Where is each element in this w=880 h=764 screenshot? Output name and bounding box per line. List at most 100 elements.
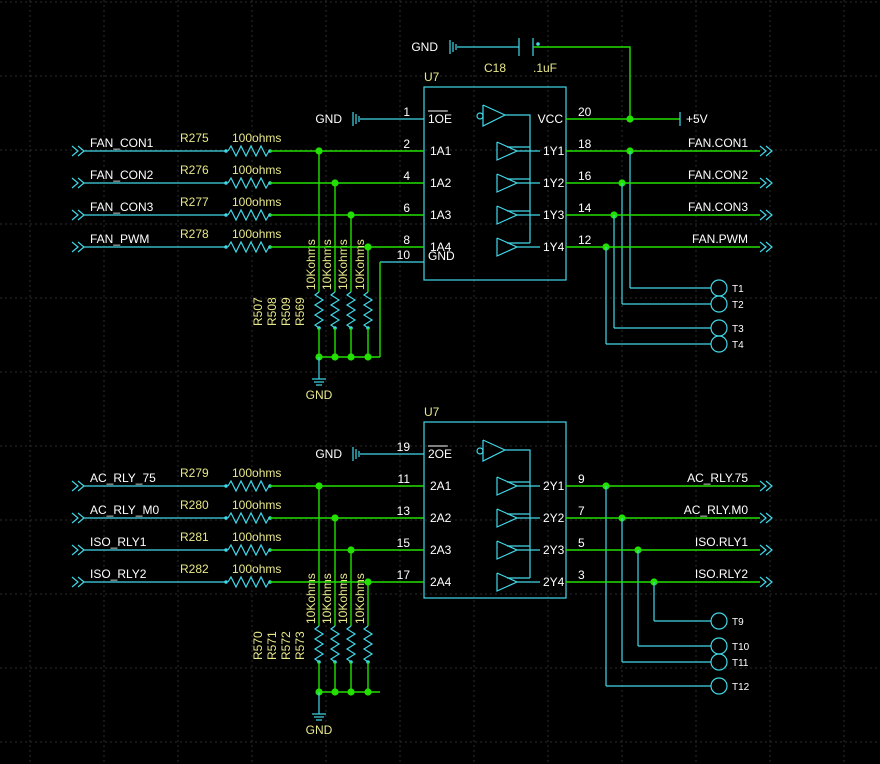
input-pin-number: 11: [398, 472, 411, 486]
pullup-ref: R509: [279, 297, 293, 326]
net-port-out-arrow: [765, 241, 773, 253]
net-port-in-arrow: [71, 544, 79, 556]
gnd-pin-number: 10: [397, 248, 411, 262]
input-pin-number: 8: [403, 233, 410, 247]
resistor-pullup: [313, 625, 325, 663]
input-pin-number: 4: [403, 169, 410, 183]
resistor-pullup: [362, 291, 374, 329]
net-port-in-arrow: [71, 209, 79, 221]
testpoint-label: T9: [732, 617, 744, 628]
net-port-in-arrow: [71, 576, 79, 588]
pin-dot: [224, 149, 228, 153]
series-resistor-value: 100ohms: [232, 498, 281, 512]
input-pin-number: 13: [397, 504, 411, 518]
net-port-in-arrow: [71, 480, 79, 492]
input-pin-name: 2A4: [430, 575, 452, 589]
testpoint-label: T1: [732, 284, 744, 295]
output-pin-name: 1Y3: [543, 208, 565, 222]
input-net-label: ISO_RLY1: [90, 535, 147, 549]
oe-enable-line: [505, 449, 531, 578]
oe-gnd-label: GND: [315, 112, 342, 126]
output-pin-number: 16: [578, 169, 592, 183]
testpoint-label: T10: [732, 642, 750, 653]
testpoint-label: T4: [732, 340, 744, 351]
oe-pin-number: 1: [403, 105, 410, 119]
net-port-out-arrow: [759, 209, 767, 221]
resistor-series: [227, 575, 270, 589]
output-net-label: FAN.CON1: [688, 136, 748, 150]
net-port-in-arrow: [71, 177, 79, 189]
input-net-label: AC_RLY_M0: [90, 503, 159, 517]
output-pin-name: 2Y3: [543, 543, 565, 557]
testpoint-label: T3: [732, 324, 744, 335]
output-pin-number: 9: [578, 472, 585, 486]
output-net-label: FAN.PWM: [692, 232, 748, 246]
oe-enable-line: [505, 114, 531, 243]
resistor-pullup: [329, 291, 341, 329]
pin-dot: [224, 516, 228, 520]
output-pin-number: 18: [578, 137, 592, 151]
ic-refdes: U7: [424, 70, 440, 84]
net-port-out-arrow: [759, 241, 767, 253]
net-port-out-arrow: [759, 177, 767, 189]
cap-ref: C18: [484, 61, 506, 75]
resistor-series: [227, 240, 270, 254]
pin-dot: [224, 213, 228, 217]
testpoint-circle: [710, 677, 728, 695]
input-pin-name: 1A1: [430, 144, 452, 158]
output-pin-name: 2Y4: [543, 575, 565, 589]
series-resistor-value: 100ohms: [232, 530, 281, 544]
resistor-series: [227, 543, 270, 557]
resistor-series: [227, 176, 270, 190]
net-port-out-arrow: [765, 145, 773, 157]
supply-label: +5V: [686, 112, 708, 126]
input-net-label: ISO_RLY2: [90, 567, 147, 581]
ic-refdes: U7: [424, 405, 440, 419]
input-net-label: FAN_PWM: [90, 232, 149, 246]
series-resistor-value: 100ohms: [232, 562, 281, 576]
vcc-pin-number: 20: [578, 105, 592, 119]
oe-pin-number: 19: [397, 440, 411, 454]
output-net-label: ISO.RLY2: [695, 567, 748, 581]
net-port-out-arrow: [759, 544, 767, 556]
pullup-value: 10Kohms: [304, 573, 318, 624]
resistor-series: [227, 208, 270, 222]
net-port-out-arrow: [759, 576, 767, 588]
series-resistor-value: 100ohms: [232, 227, 281, 241]
series-resistor-ref: R277: [180, 195, 209, 209]
output-net-label: FAN.CON2: [688, 168, 748, 182]
pullup-value: 10Kohms: [320, 573, 334, 624]
pullup-ref: R507: [251, 297, 265, 326]
resistor-pullup: [313, 291, 325, 329]
output-pin-number: 5: [578, 536, 585, 550]
pullup-value: 10Kohms: [320, 239, 334, 290]
output-pin-name: 1Y4: [543, 240, 565, 254]
cap-gnd-label: GND: [411, 40, 438, 54]
resistor-series: [227, 144, 270, 158]
pin-dot: [224, 245, 228, 249]
testpoint-circle: [710, 612, 728, 630]
input-net-label: AC_RLY_75: [90, 471, 156, 485]
net-port-out-arrow: [765, 576, 773, 588]
net-port-in-arrow: [71, 241, 79, 253]
output-pin-name: 2Y1: [543, 479, 565, 493]
ic-body: [423, 421, 567, 599]
input-pin-name: 2A3: [430, 543, 452, 557]
series-resistor-ref: R281: [180, 530, 209, 544]
oe-pin-name: 2OE: [428, 447, 452, 461]
output-pin-number: 7: [578, 504, 585, 518]
output-net-label: AC_RLY.M0: [684, 503, 749, 517]
net-port-in-arrow: [71, 145, 79, 157]
series-resistor-value: 100ohms: [232, 466, 281, 480]
testpoint-circle: [710, 637, 728, 655]
series-resistor-ref: R278: [180, 227, 209, 241]
pulldown-gnd-label: GND: [306, 388, 333, 402]
cap-wire: [533, 46, 631, 119]
output-pin-name: 1Y1: [543, 144, 565, 158]
net-port-out-arrow: [765, 480, 773, 492]
testpoint-circle: [710, 295, 728, 313]
pullup-value: 10Kohms: [336, 573, 350, 624]
pin-dot: [536, 42, 540, 46]
